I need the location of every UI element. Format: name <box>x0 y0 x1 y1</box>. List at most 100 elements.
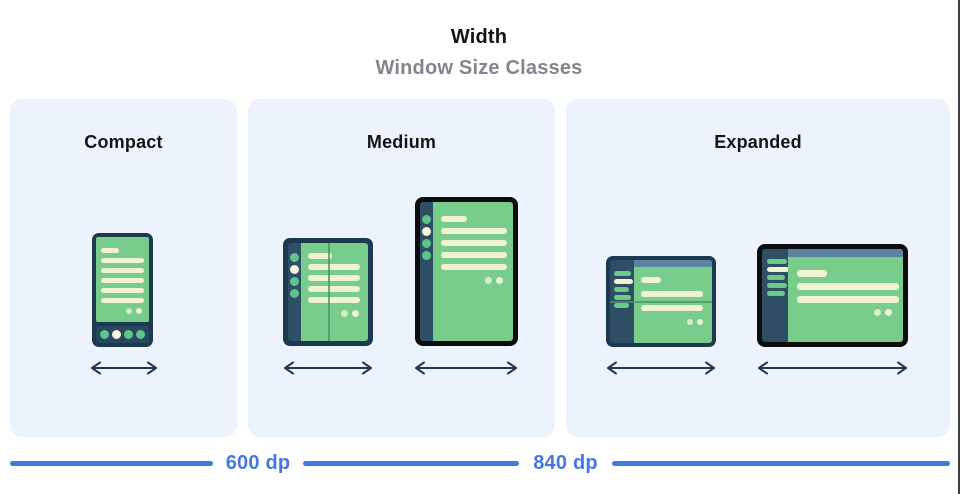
content-line <box>308 297 360 303</box>
nav-rail <box>420 202 433 341</box>
phone-illustration <box>92 233 153 347</box>
panel-compact: Compact <box>10 99 237 437</box>
nav-drawer-item <box>767 275 785 280</box>
app-content <box>788 249 903 342</box>
action-dot-icon <box>697 319 703 325</box>
content-line <box>308 253 332 259</box>
panel-compact-title: Compact <box>84 132 163 152</box>
foldable-display <box>288 243 368 341</box>
action-dot-icon <box>341 310 348 317</box>
fold-hinge-line <box>610 301 712 303</box>
action-dots <box>641 319 712 325</box>
app-top-bar <box>788 249 903 257</box>
action-dot-icon <box>352 310 359 317</box>
content-line <box>101 288 144 293</box>
panel-medium-title: Medium <box>366 132 437 152</box>
action-dots <box>308 310 368 317</box>
nav-rail-dot-icon <box>290 289 299 298</box>
nav-dot-icon <box>112 330 121 339</box>
width-arrow-icon <box>281 360 375 376</box>
nav-rail <box>288 243 301 341</box>
diagram-title: Width <box>450 26 508 48</box>
nav-dot-icon <box>124 330 133 339</box>
foldable-display <box>610 260 712 343</box>
fold-hinge-line <box>328 243 330 341</box>
content-line <box>308 264 360 270</box>
app-top-bar <box>634 260 712 267</box>
action-dot-icon <box>136 308 142 314</box>
nav-drawer-item <box>614 295 631 300</box>
content-line <box>441 240 507 246</box>
breakpoint-840dp-label: 840 dp <box>533 452 598 474</box>
action-dots <box>797 309 903 316</box>
breakpoint-line-segment <box>612 461 950 466</box>
width-arrow-icon <box>604 360 718 376</box>
tablet-screen <box>433 202 513 341</box>
content-line <box>441 264 507 270</box>
content-body <box>788 257 903 316</box>
nav-rail-dot-icon <box>290 265 299 274</box>
nav-drawer-item <box>614 279 633 284</box>
diagram-subtitle: Window Size Classes <box>375 57 583 79</box>
foldable-landscape-illustration <box>606 256 716 347</box>
content-line <box>101 258 144 263</box>
foldable-screen <box>301 243 368 341</box>
action-dot-icon <box>485 277 492 284</box>
content-line <box>101 268 144 273</box>
panel-expanded-title: Expanded <box>714 132 802 152</box>
nav-drawer-item <box>614 287 629 292</box>
action-dot-icon <box>496 277 503 284</box>
content-line <box>308 286 360 292</box>
nav-rail-dot-icon <box>422 251 431 260</box>
nav-drawer-item <box>767 267 789 272</box>
breakpoint-600dp-label: 600 dp <box>225 452 291 474</box>
diagram-header: Width Window Size Classes <box>0 26 958 80</box>
action-dot-icon <box>126 308 132 314</box>
nav-rail-dot-icon <box>422 227 431 236</box>
tablet-landscape-illustration <box>757 244 908 347</box>
action-dot-icon <box>885 309 892 316</box>
nav-drawer-item <box>767 291 785 296</box>
content-line <box>441 228 507 234</box>
panel-expanded: Expanded <box>566 99 950 437</box>
content-body <box>634 267 712 325</box>
content-line <box>641 305 703 311</box>
nav-drawer-item <box>614 271 631 276</box>
content-line <box>101 278 144 283</box>
width-arrow-icon <box>755 360 910 376</box>
foldable-portrait-illustration <box>283 238 373 346</box>
content-line <box>797 296 899 303</box>
window-right-edge-line <box>958 0 960 494</box>
content-line <box>641 277 661 283</box>
nav-drawer-item <box>767 259 787 264</box>
width-arrow-icon <box>412 360 520 376</box>
action-dot-icon <box>874 309 881 316</box>
nav-dot-icon <box>100 330 109 339</box>
action-dots <box>101 308 144 314</box>
content-line <box>441 252 507 258</box>
tablet-portrait-illustration <box>415 197 518 346</box>
nav-drawer-item <box>767 283 787 288</box>
content-line <box>641 291 703 297</box>
content-line <box>101 248 119 253</box>
nav-rail-dot-icon <box>422 215 431 224</box>
nav-drawer-item <box>614 303 629 308</box>
action-dot-icon <box>687 319 693 325</box>
nav-rail-dot-icon <box>422 239 431 248</box>
tablet-display <box>420 202 513 341</box>
content-line <box>308 275 360 281</box>
breakpoint-line-segment <box>10 461 213 466</box>
breakpoint-line-segment <box>303 461 519 466</box>
tablet-display <box>762 249 903 342</box>
content-line <box>797 283 899 290</box>
nav-rail-dot-icon <box>290 253 299 262</box>
nav-rail-dot-icon <box>290 277 299 286</box>
phone-screen <box>96 237 149 322</box>
nav-drawer <box>762 249 789 342</box>
action-dots <box>441 277 513 284</box>
content-line <box>797 270 827 277</box>
nav-dot-icon <box>136 330 145 339</box>
panel-medium: Medium <box>248 99 555 437</box>
content-line <box>101 298 144 303</box>
